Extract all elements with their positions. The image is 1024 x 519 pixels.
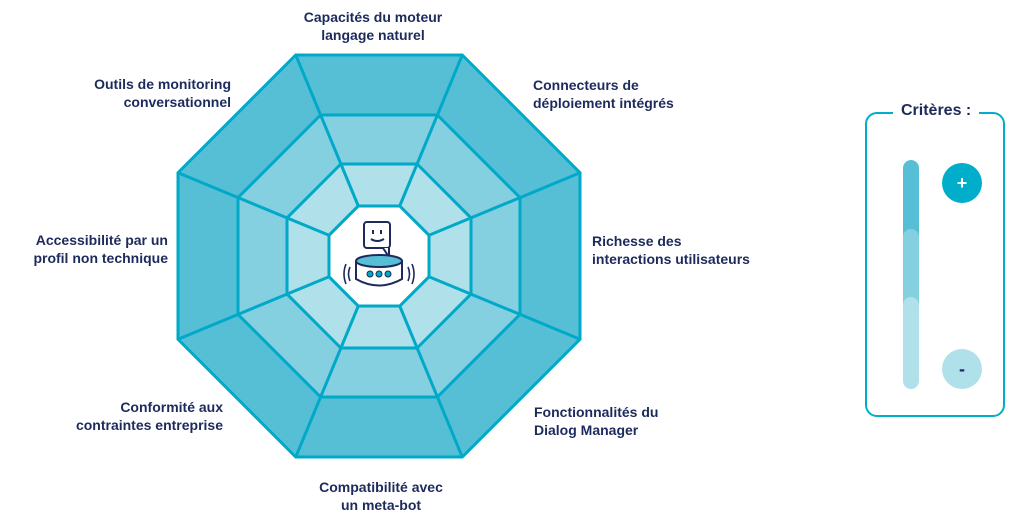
spoke — [398, 305, 464, 458]
criteria-legend — [865, 112, 1005, 417]
legend-bar-high — [903, 160, 919, 245]
legend-bar-low — [903, 297, 919, 389]
spoke — [177, 275, 330, 341]
spoke — [294, 305, 360, 458]
spoke — [428, 275, 581, 341]
octagon-radar-diagram — [176, 53, 582, 459]
legend-minus-icon: - — [942, 349, 982, 389]
legend-plus-icon: + — [942, 163, 982, 203]
legend-title: Critères : — [893, 102, 980, 120]
legend-bar-mid — [903, 229, 919, 314]
spoke — [428, 171, 581, 237]
chatbot-icon — [343, 221, 415, 287]
spoke — [177, 171, 330, 237]
spoke — [398, 54, 464, 207]
spoke — [294, 54, 360, 207]
